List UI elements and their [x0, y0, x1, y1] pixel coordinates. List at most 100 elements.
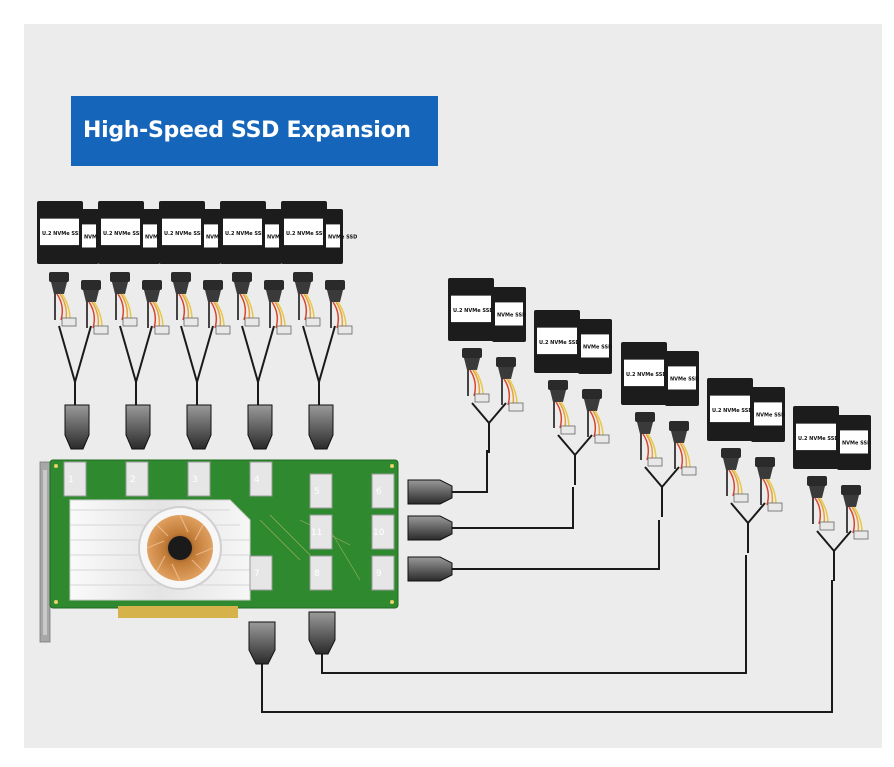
ssd-drive-icon: NVMe SSD: [492, 287, 526, 342]
pcie-bracket-icon: [39, 461, 51, 643]
port-6: 6: [371, 473, 395, 509]
svg-text:7: 7: [254, 569, 260, 579]
drive-lead: [110, 272, 138, 327]
port-9: 9: [371, 555, 395, 591]
svg-text:3: 3: [192, 475, 198, 485]
ssd-label: U.2 NVMe SSD: [539, 340, 579, 346]
ssd-label: U.2 NVMe SSD: [164, 231, 204, 237]
ssd-drive-icon: U.2 NVMe SSD: [98, 201, 144, 264]
drive-lead: [841, 485, 869, 540]
y-split-cable-icon: [557, 434, 593, 485]
port-10: 10: [371, 514, 395, 550]
ssd-drive-icon: NVMe SSD: [665, 351, 699, 406]
ssd-drive-icon: U.2 NVMe SSD: [793, 406, 839, 469]
port-7: 7: [249, 555, 273, 591]
drive-lead: [203, 280, 231, 335]
svg-text:2: 2: [130, 475, 136, 485]
y-split-cable-icon: [302, 325, 336, 405]
port-4: 4: [249, 461, 273, 497]
port-8: 8: [309, 555, 333, 591]
ssd-drive-icon: U.2 NVMe SSD: [707, 378, 753, 441]
ssd-label: NVMe SSD: [328, 235, 357, 241]
slimsas-connector-icon: [64, 404, 90, 450]
drive-lead: [462, 348, 490, 403]
ssd-label: NVMe SSD: [670, 377, 699, 383]
ssd-drive-icon: U.2 NVMe SSD: [621, 342, 667, 405]
ssd-drive-icon: U.2 NVMe SSD: [159, 201, 205, 264]
port-3: 3: [187, 461, 211, 497]
drive-lead: [142, 280, 170, 335]
port-2: 2: [125, 461, 149, 497]
y-split-cable-icon: [730, 502, 766, 553]
y-split-cable-icon: [816, 530, 852, 581]
drive-lead: [171, 272, 199, 327]
port-11: 11: [309, 514, 333, 550]
drive-lead: [755, 457, 783, 512]
drive-lead: [496, 357, 524, 412]
slimsas-connector-icon: [125, 404, 151, 450]
ssd-label: U.2 NVMe SSD: [225, 231, 265, 237]
ssd-drive-icon: U.2 NVMe SSD: [37, 201, 83, 264]
svg-text:6: 6: [376, 487, 382, 497]
drive-lead: [49, 272, 77, 327]
card-ports: 1 2 3 4 5 6 7: [63, 461, 395, 591]
y-split-cable-icon: [58, 325, 92, 405]
diagram-title: High-Speed SSD Expansion: [83, 118, 411, 143]
cable-routes: [261, 450, 833, 713]
ssd-label: U.2 NVMe SSD: [42, 231, 82, 237]
drive-lead: [548, 380, 576, 435]
ssd-label: U.2 NVMe SSD: [798, 436, 838, 442]
ssd-drive-icon: U.2 NVMe SSD: [220, 201, 266, 264]
ssd-label: NVMe SSD: [497, 313, 526, 319]
svg-text:11: 11: [311, 528, 322, 538]
ssd-drive-icon: NVMe SSD: [323, 209, 357, 264]
drive-lead: [635, 412, 663, 467]
port-5: 5: [309, 473, 333, 509]
ssd-label: U.2 NVMe SSD: [453, 308, 493, 314]
ssd-label: U.2 NVMe SSD: [286, 231, 326, 237]
drive-lead: [582, 389, 610, 444]
drive-lead: [293, 272, 321, 327]
drive-lead: [232, 272, 260, 327]
ssd-drive-icon: NVMe SSD: [837, 415, 871, 470]
ssd-label: NVMe SSD: [756, 413, 785, 419]
y-split-cable-icon: [644, 466, 680, 517]
svg-text:9: 9: [376, 569, 382, 579]
svg-text:4: 4: [254, 475, 260, 485]
svg-text:8: 8: [314, 569, 320, 579]
ssd-drive-icon: U.2 NVMe SSD: [281, 201, 327, 264]
side-connectors: [407, 479, 453, 582]
drive-lead: [807, 476, 835, 531]
ssd-drive-icon: U.2 NVMe SSD: [448, 278, 494, 341]
drive-lead: [325, 280, 353, 335]
svg-text:1: 1: [68, 475, 74, 485]
drive-lead: [721, 448, 749, 503]
slimsas-connector-icon: [308, 404, 334, 450]
y-split-cable-icon: [241, 325, 275, 405]
drive-lead: [264, 280, 292, 335]
ssd-drive-icon: NVMe SSD: [140, 209, 174, 264]
ssd-drive-icon: NVMe SSD: [751, 387, 785, 442]
ssd-label: NVMe SSD: [583, 345, 612, 351]
drive-lead: [81, 280, 109, 335]
port-1: 1: [63, 461, 87, 497]
ssd-label: U.2 NVMe SSD: [626, 372, 666, 378]
ssd-label: NVMe SSD: [842, 441, 871, 447]
ssd-label: U.2 NVMe SSD: [103, 231, 143, 237]
y-split-cable-icon: [471, 402, 507, 453]
svg-text:10: 10: [373, 528, 385, 538]
slimsas-connector-icon: [186, 404, 212, 450]
ssd-drive-icon: U.2 NVMe SSD: [534, 310, 580, 373]
ssd-drive-icon: NVMe SSD: [578, 319, 612, 374]
bottom-connectors: [248, 611, 336, 665]
slimsas-connector-icon: [247, 404, 273, 450]
ssd-label: U.2 NVMe SSD: [712, 408, 752, 414]
fan-icon: [138, 506, 222, 590]
svg-text:5: 5: [314, 487, 320, 497]
y-split-cable-icon: [180, 325, 214, 405]
y-split-cable-icon: [119, 325, 153, 405]
title-banner: High-Speed SSD Expansion: [71, 96, 438, 166]
